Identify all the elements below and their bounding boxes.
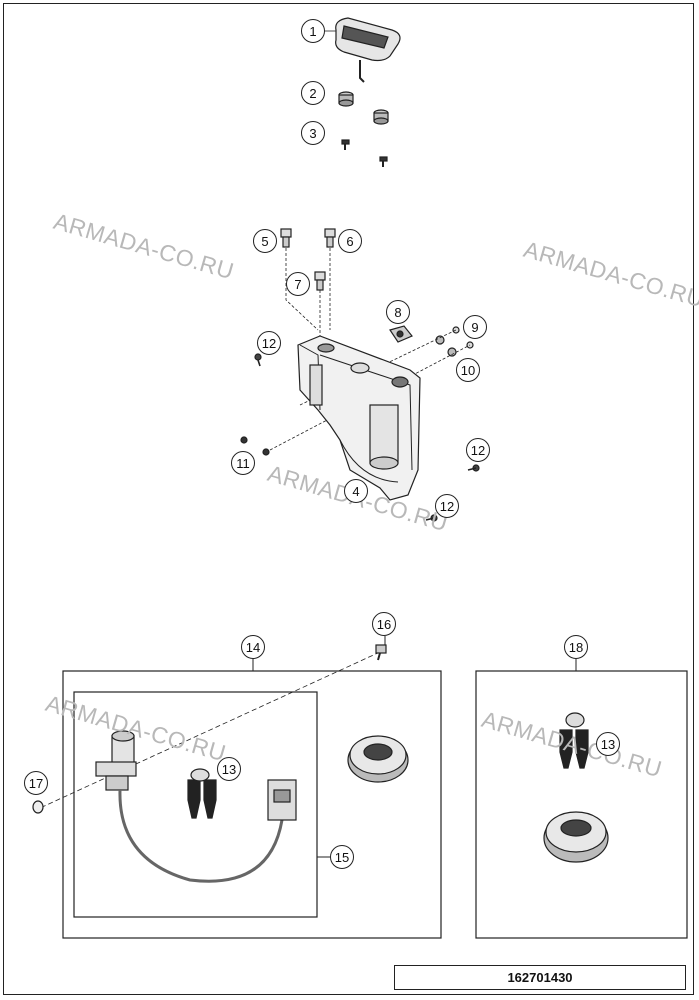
bolts-5-6-7 [280,228,336,340]
part-12-screws [254,353,480,522]
callout-1: 1 [301,19,325,43]
callout-2: 2 [301,81,325,105]
callout-10: 10 [456,358,480,382]
part-4-bracket [297,335,421,501]
fuel-cap-kit-18 [543,811,609,863]
callout-17: 17 [24,771,48,795]
callout-8: 8 [386,300,410,324]
callout-13: 13 [596,732,620,756]
callout-16: 16 [372,612,396,636]
callout-4: 4 [344,479,368,503]
callout-14: 14 [241,635,265,659]
keys-kit-18 [559,712,589,769]
reference-number: 162701430 [394,965,686,990]
callout-15: 15 [330,845,354,869]
keys-kit-14 [187,768,217,819]
callout-7: 7 [286,272,310,296]
callout-3: 3 [301,121,325,145]
part-1-display [324,17,401,83]
callout-6: 6 [338,229,362,253]
kit-18-box [475,670,688,939]
part-3-screws [341,139,388,167]
drawing-frame [3,3,694,995]
fuel-cap-kit-14 [347,735,409,783]
part-17-washer [32,800,44,814]
callout-13: 13 [217,757,241,781]
callout-9: 9 [463,315,487,339]
kit-14-box [62,670,442,939]
callout-5: 5 [253,229,277,253]
part-2-grommets [338,91,389,125]
callout-12: 12 [435,494,459,518]
callout-11: 11 [231,451,255,475]
part-15-ignition-lock [95,730,297,883]
part-16-bolt [375,644,387,661]
part-11-bolts [240,436,270,456]
callout-12: 12 [257,331,281,355]
callout-12: 12 [466,438,490,462]
callout-18: 18 [564,635,588,659]
kit-15-box [73,691,318,918]
part-8-clip [389,325,413,343]
